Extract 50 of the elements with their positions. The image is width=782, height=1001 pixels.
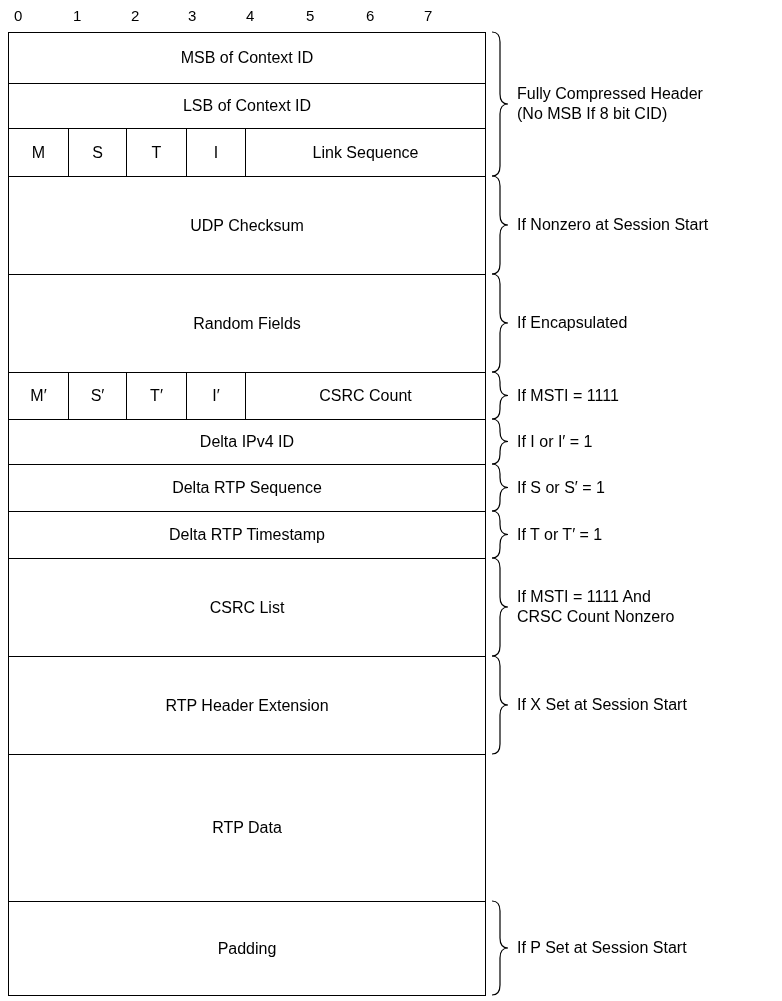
field-name: T — [151, 142, 162, 163]
bit-number: 0 — [14, 8, 23, 23]
field-name: I′ — [212, 386, 220, 406]
bit-number: 7 — [424, 8, 433, 23]
field-name: Random Fields — [193, 313, 301, 334]
field-cell — [8, 274, 486, 373]
field-name: MSB of Context ID — [180, 48, 314, 68]
bit-number: 6 — [366, 8, 375, 23]
field-cell — [8, 901, 486, 996]
condition-note: If Encapsulated — [517, 313, 629, 333]
field-name: S′ — [90, 386, 105, 406]
bit-number: 4 — [246, 8, 255, 23]
bit-number: 3 — [188, 8, 197, 23]
field-cell — [8, 464, 486, 512]
condition-note: If T or T′ = 1 — [517, 524, 604, 545]
bit-number: 1 — [73, 8, 82, 23]
field-name: T′ — [150, 386, 163, 406]
field-name: M — [31, 142, 46, 163]
field-name: S — [92, 142, 103, 163]
bit-number: 5 — [306, 8, 315, 23]
field-name: LSB of Context ID — [182, 96, 312, 116]
condition-note: If Nonzero at Session Start — [517, 215, 710, 235]
condition-note: If S or S′ = 1 — [517, 477, 606, 498]
field-name: Link Sequence — [312, 142, 419, 163]
field-name: I — [213, 142, 219, 163]
condition-note: If X Set at Session Start — [517, 695, 688, 715]
condition-note: Fully Compressed Header (No MSB If 8 bit CID) — [517, 84, 704, 124]
field-name: CSRC List — [209, 597, 285, 618]
field-cell — [8, 754, 486, 902]
field-cell — [8, 511, 486, 559]
field-name: CSRC Count — [319, 386, 412, 406]
field-name: Padding — [217, 938, 277, 959]
condition-note: If I or I′ = 1 — [517, 431, 594, 452]
field-name: Delta RTP Sequence — [172, 478, 322, 498]
field-cell — [8, 32, 486, 84]
field-name: M′ — [30, 386, 47, 406]
field-name: UDP Checksum — [190, 215, 304, 236]
bit-number: 2 — [131, 8, 140, 23]
field-cell — [8, 83, 486, 129]
field-name: Delta RTP Timestamp — [169, 525, 325, 545]
field-cell — [8, 558, 486, 657]
field-cell — [8, 656, 486, 755]
field-cell — [8, 176, 486, 275]
field-name: RTP Header Extension — [165, 695, 329, 716]
field-cell — [8, 419, 486, 465]
condition-note: If P Set at Session Start — [517, 938, 688, 958]
condition-note: If MSTI = 1111 And CRSC Count Nonzero — [517, 587, 676, 627]
field-name: RTP Data — [212, 818, 282, 838]
condition-note: If MSTI = 1111 — [517, 385, 620, 406]
field-name: Delta IPv4 ID — [199, 432, 295, 452]
